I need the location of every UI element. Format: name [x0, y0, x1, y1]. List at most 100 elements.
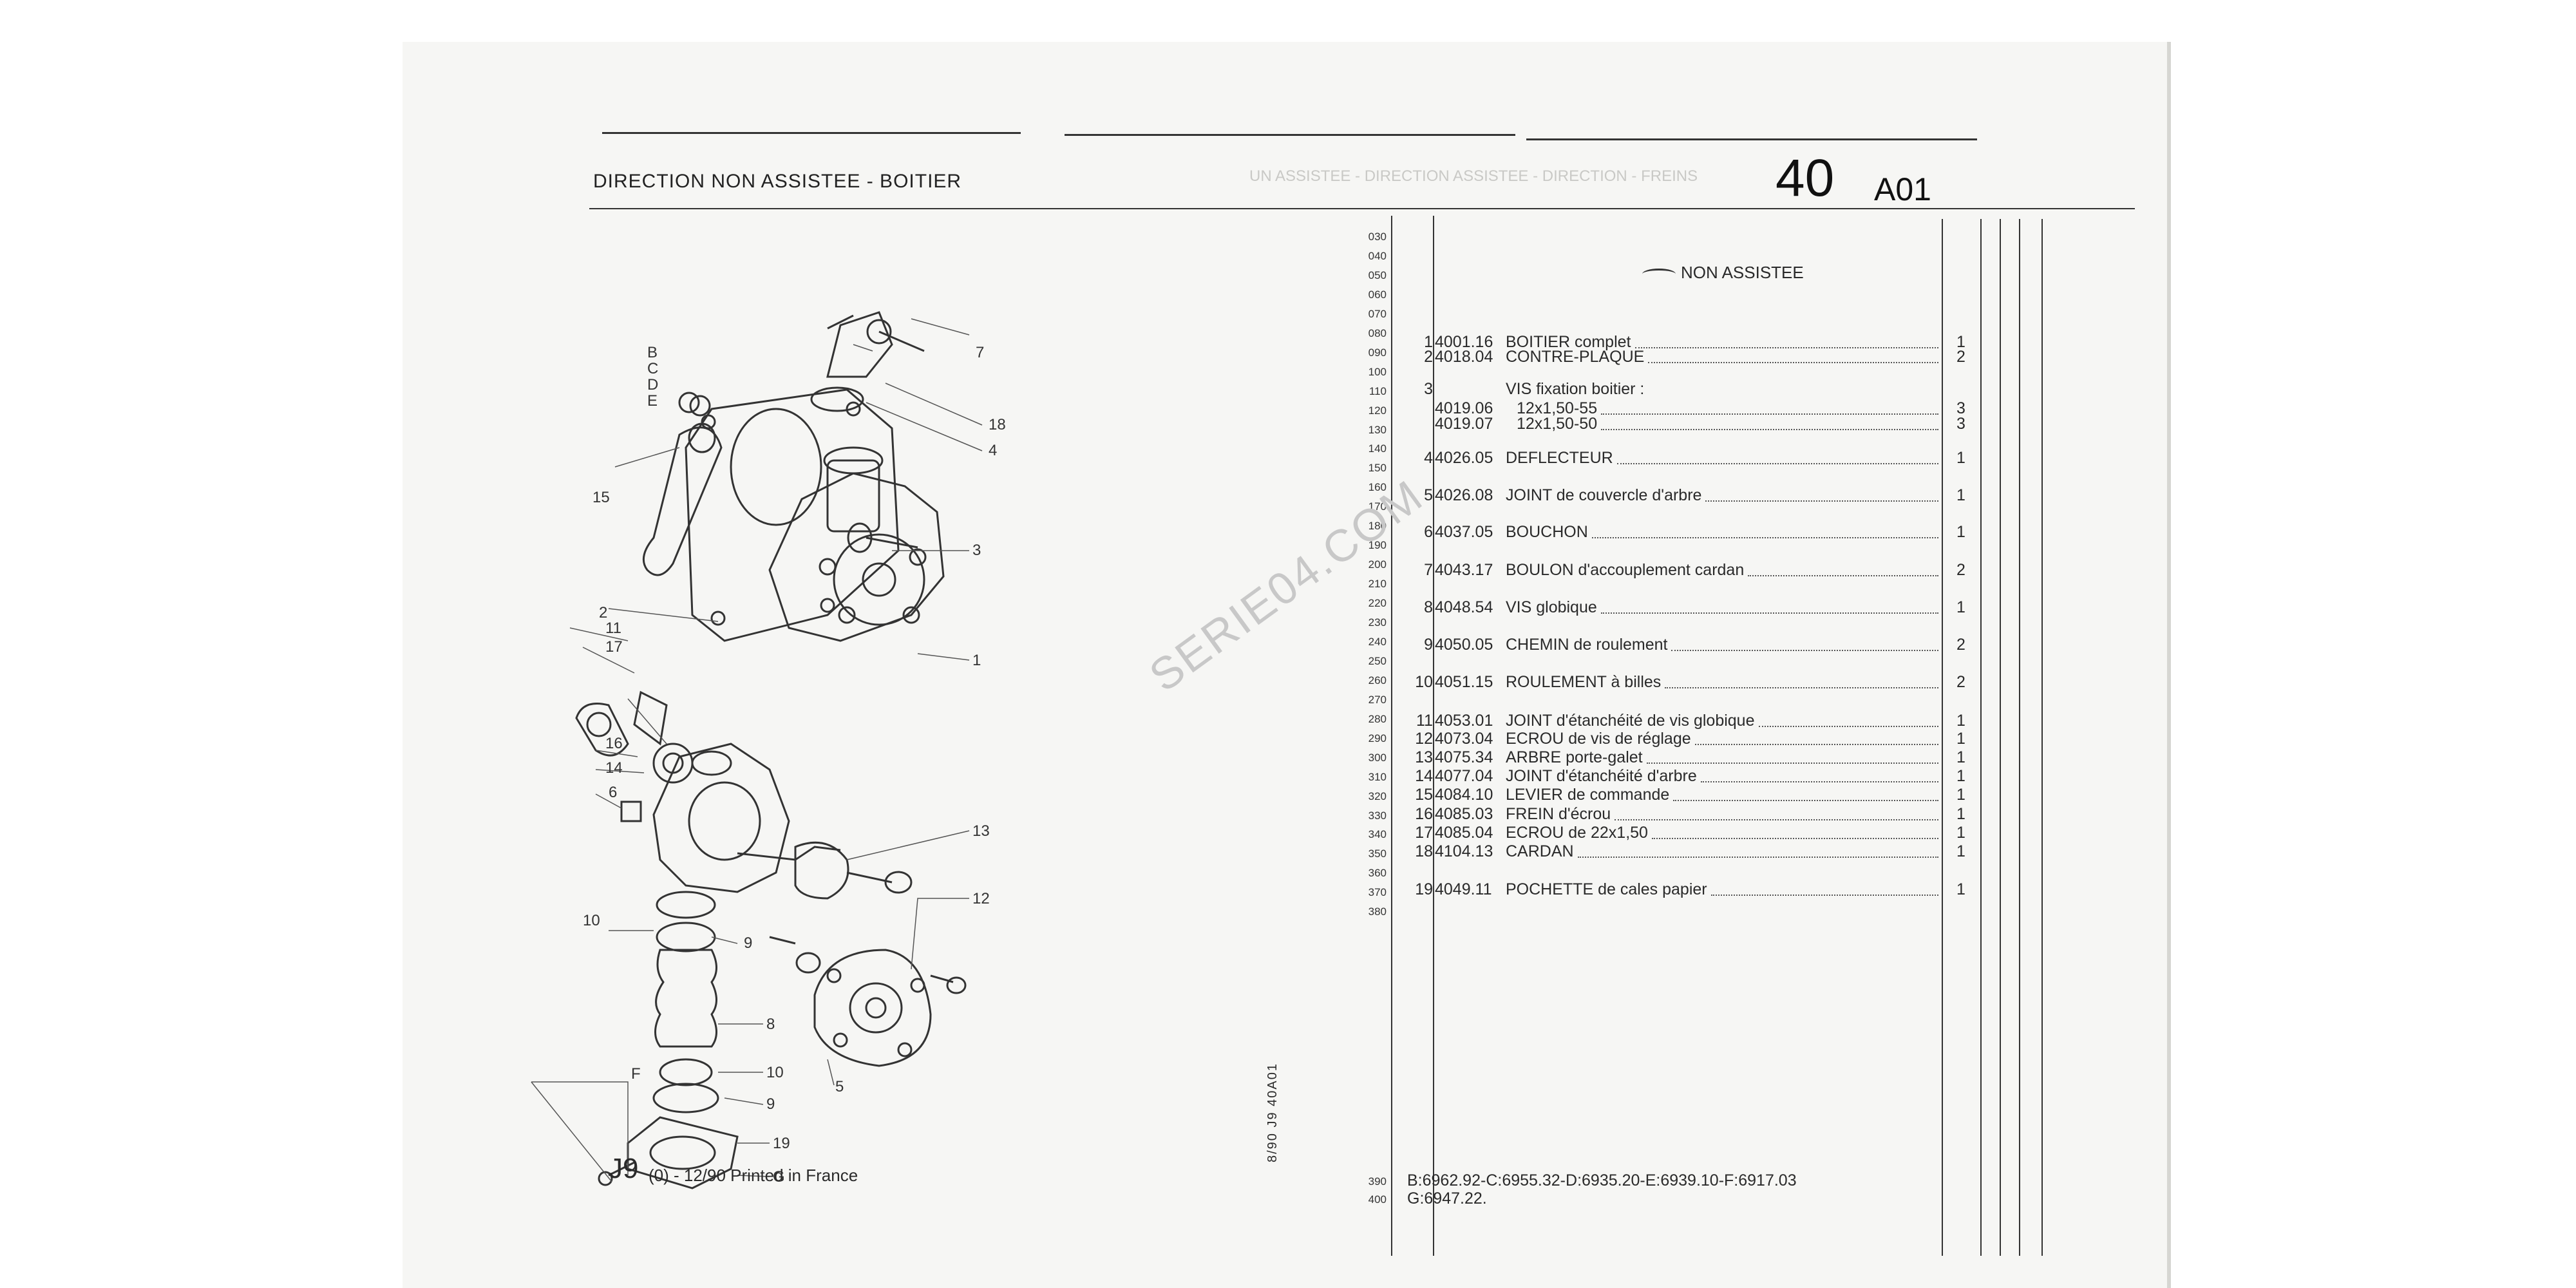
dot-leader [1601, 612, 1938, 614]
part-quantity: 1 [1956, 730, 1965, 748]
part-reference: 4037.05 [1435, 523, 1493, 541]
line-number: 280 [1368, 712, 1387, 725]
line-number: 250 [1368, 654, 1387, 667]
part-description: JOINT d'étanchéité de vis globique [1506, 712, 1755, 730]
line-number: 030 [1368, 231, 1387, 243]
callout-7: 7 [976, 344, 984, 361]
part-quantity: 2 [1956, 561, 1965, 579]
part-quantity: 1 [1956, 786, 1965, 804]
section-label: NON ASSISTEE [1642, 263, 1804, 283]
line-number: 060 [1368, 288, 1387, 301]
callout-1: 1 [972, 652, 981, 669]
callout-C: C [647, 360, 658, 377]
part-reference: 4053.01 [1435, 712, 1493, 730]
part-description: 12x1,50-50 [1517, 415, 1598, 433]
line-number: 150 [1368, 462, 1387, 475]
part-quantity: 1 [1956, 748, 1965, 766]
table-divider-col-5 [2041, 219, 2043, 1256]
part-description: ECROU de vis de réglage [1506, 730, 1691, 748]
line-number: 210 [1368, 578, 1387, 591]
callout-10b: 10 [766, 1064, 784, 1081]
part-rep-number: 15 [1415, 786, 1433, 804]
table-divider-col-3 [2000, 219, 2001, 1256]
part-quantity: 2 [1956, 636, 1965, 654]
callout-2: 2 [599, 604, 607, 621]
page-title: DIRECTION NON ASSISTEE - BOITIER [593, 171, 962, 192]
exploded-diagram: B C D E 7 18 4 15 3 2 11 17 1 16 14 6 13… [531, 311, 1006, 1189]
callout-6: 6 [609, 784, 617, 801]
part-rep-number: 12 [1415, 730, 1433, 748]
part-rep-number: 4 [1424, 449, 1433, 467]
part-description: POCHETTE de cales papier [1506, 880, 1707, 898]
callout-16: 16 [605, 735, 623, 752]
part-quantity: 1 [1956, 486, 1965, 504]
callout-9: 9 [744, 934, 752, 952]
line-number: 170 [1368, 500, 1387, 513]
callout-5: 5 [835, 1078, 844, 1095]
line-number: 140 [1368, 442, 1387, 455]
callout-D: D [647, 376, 658, 393]
line-number: 240 [1368, 635, 1387, 648]
line-number: 310 [1368, 770, 1387, 783]
part-quantity: 2 [1956, 348, 1965, 366]
part-quantity: 1 [1956, 880, 1965, 898]
part-rep-number: 9 [1424, 636, 1433, 654]
part-reference: 4043.17 [1435, 561, 1493, 579]
line-number: 050 [1368, 269, 1387, 281]
callout-17: 17 [605, 638, 623, 656]
part-reference: 4050.05 [1435, 636, 1493, 654]
part-quantity: 1 [1956, 333, 1965, 351]
dot-leader [1711, 895, 1938, 896]
part-quantity: 1 [1956, 449, 1965, 467]
line-number: 370 [1368, 886, 1387, 899]
table-divider-col-4 [2019, 219, 2020, 1256]
part-description: JOINT de couvercle d'arbre [1506, 486, 1702, 504]
part-description: FREIN d'écrou [1506, 805, 1611, 823]
part-description: VIS globique [1506, 598, 1597, 616]
dot-leader [1701, 781, 1938, 782]
callout-13: 13 [972, 822, 990, 840]
part-quantity: 1 [1956, 824, 1965, 842]
part-quantity: 1 [1956, 842, 1965, 860]
steering-wheel-icon [1642, 268, 1676, 279]
worm-screw [654, 949, 717, 1048]
part-rep-number: 17 [1415, 824, 1433, 842]
part-reference: 4048.54 [1435, 598, 1493, 616]
line-number: 320 [1368, 790, 1387, 802]
section-label-text: NON ASSISTEE [1681, 263, 1804, 282]
line-number: 100 [1368, 365, 1387, 378]
part-reference: 4085.04 [1435, 824, 1493, 842]
line-number: 080 [1368, 327, 1387, 339]
mounting-plate [685, 388, 900, 642]
callout-14: 14 [605, 759, 623, 777]
diagram-callouts: B C D E 7 18 4 15 3 2 11 17 1 16 14 6 13… [583, 344, 1006, 1186]
part-quantity: 2 [1956, 673, 1965, 691]
lever-15 [642, 426, 723, 576]
dot-leader [1673, 800, 1938, 801]
part-reference: 4019.06 [1435, 399, 1493, 417]
callout-19: 19 [773, 1135, 790, 1152]
plate-bore [730, 408, 822, 526]
line-number: 200 [1368, 558, 1387, 571]
part-rep-number: 8 [1424, 598, 1433, 616]
dot-leader [1592, 537, 1938, 538]
part-rep-number: 14 [1415, 767, 1433, 785]
dot-leader [1695, 744, 1938, 745]
line-number: 330 [1368, 809, 1387, 822]
part-description: ARBRE porte-galet [1506, 748, 1643, 766]
part-description: CONTRE-PLAQUE [1506, 348, 1645, 366]
page-code: A01 [1874, 171, 1931, 207]
callout-F: F [631, 1065, 641, 1083]
part-quantity: 1 [1956, 523, 1965, 541]
part-reference: 4073.04 [1435, 730, 1493, 748]
part-reference: 4077.04 [1435, 767, 1493, 785]
table-divider-qty-left [1942, 219, 1943, 1256]
dot-leader [1617, 463, 1938, 464]
part-quantity: 3 [1956, 415, 1965, 433]
callout-15: 15 [592, 489, 610, 506]
dot-leader [1601, 413, 1938, 415]
top-rule-3 [1526, 138, 1977, 140]
callout-18: 18 [989, 416, 1006, 433]
callout-B: B [647, 344, 658, 361]
dot-leader [1647, 762, 1938, 764]
